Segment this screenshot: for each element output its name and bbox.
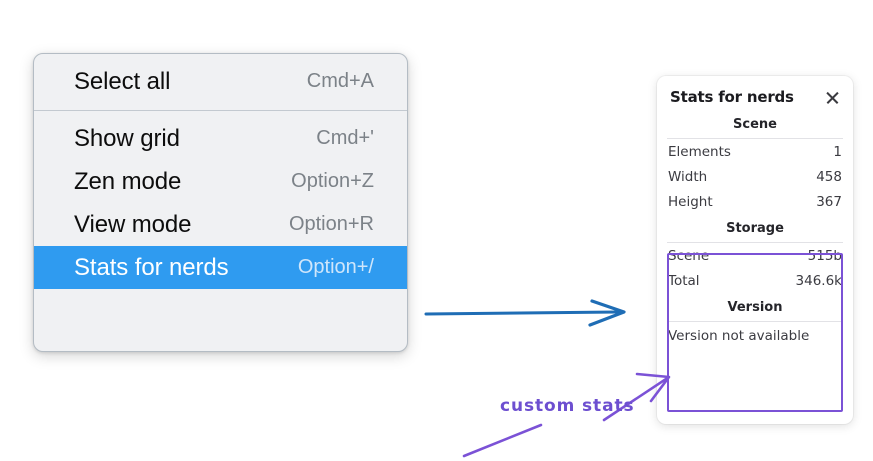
- menu-item-label: Stats for nerds: [74, 253, 229, 281]
- stat-row: Height 367: [657, 189, 853, 214]
- menu-item-stats-for-nerds[interactable]: Stats for nerds Option+/: [34, 246, 407, 289]
- version-text: Version not available: [668, 328, 810, 344]
- menu-item-shortcut: Option+Z: [291, 170, 374, 192]
- menu-item-show-grid[interactable]: Show grid Cmd+': [34, 117, 407, 160]
- menu-group-1: Select all Cmd+A: [34, 54, 407, 110]
- panel-title: Stats for nerds: [670, 88, 794, 106]
- menu-item-select-all[interactable]: Select all Cmd+A: [34, 60, 407, 103]
- menu-item-label: Zen mode: [74, 167, 182, 195]
- menu-item-shortcut: Option+R: [288, 213, 374, 235]
- stat-row: Total 346.6k: [657, 268, 853, 293]
- stat-key: Total: [668, 273, 700, 289]
- menu-bottom-spacer: [34, 289, 407, 311]
- menu-item-zen-mode[interactable]: Zen mode Option+Z: [34, 160, 407, 203]
- stat-row: Elements 1: [657, 139, 853, 164]
- annotation-label: custom stats: [500, 396, 635, 416]
- close-icon[interactable]: [824, 89, 841, 106]
- blue-arrow-icon: [424, 299, 626, 327]
- menu-item-shortcut: Cmd+': [316, 127, 374, 149]
- context-menu[interactable]: Select all Cmd+A Show grid Cmd+' Zen mod…: [33, 53, 408, 352]
- divider: [667, 321, 843, 322]
- section-heading-storage: Storage: [726, 221, 784, 236]
- stats-for-nerds-panel: Stats for nerds Scene Elements 1 Width 4…: [657, 76, 853, 424]
- menu-item-label: View mode: [74, 210, 192, 238]
- divider: [667, 138, 843, 139]
- stat-key: Scene: [668, 248, 710, 264]
- stat-key: Height: [668, 194, 713, 210]
- section-heading-version: Version: [727, 300, 783, 315]
- stat-value: 346.6k: [795, 273, 842, 289]
- stat-value: 458: [816, 169, 842, 185]
- stat-row: Scene 515b: [657, 243, 853, 268]
- panel-header: Stats for nerds: [657, 76, 853, 110]
- section-heading-scene: Scene: [733, 117, 777, 132]
- divider: [667, 242, 843, 243]
- stat-key: Width: [668, 169, 708, 185]
- menu-group-2: Show grid Cmd+' Zen mode Option+Z View m…: [34, 110, 407, 311]
- stat-value: 515b: [807, 248, 842, 264]
- stat-key: Elements: [668, 144, 731, 160]
- menu-item-shortcut: Option+/: [297, 256, 374, 278]
- stat-row: Width 458: [657, 164, 853, 189]
- purple-underline-stroke: [462, 423, 543, 458]
- stat-value: 1: [833, 144, 842, 160]
- menu-item-view-mode[interactable]: View mode Option+R: [34, 203, 407, 246]
- menu-item-label: Show grid: [74, 124, 180, 152]
- menu-item-shortcut: Cmd+A: [306, 70, 374, 92]
- menu-item-label: Select all: [74, 67, 171, 95]
- stat-value: 367: [816, 194, 842, 210]
